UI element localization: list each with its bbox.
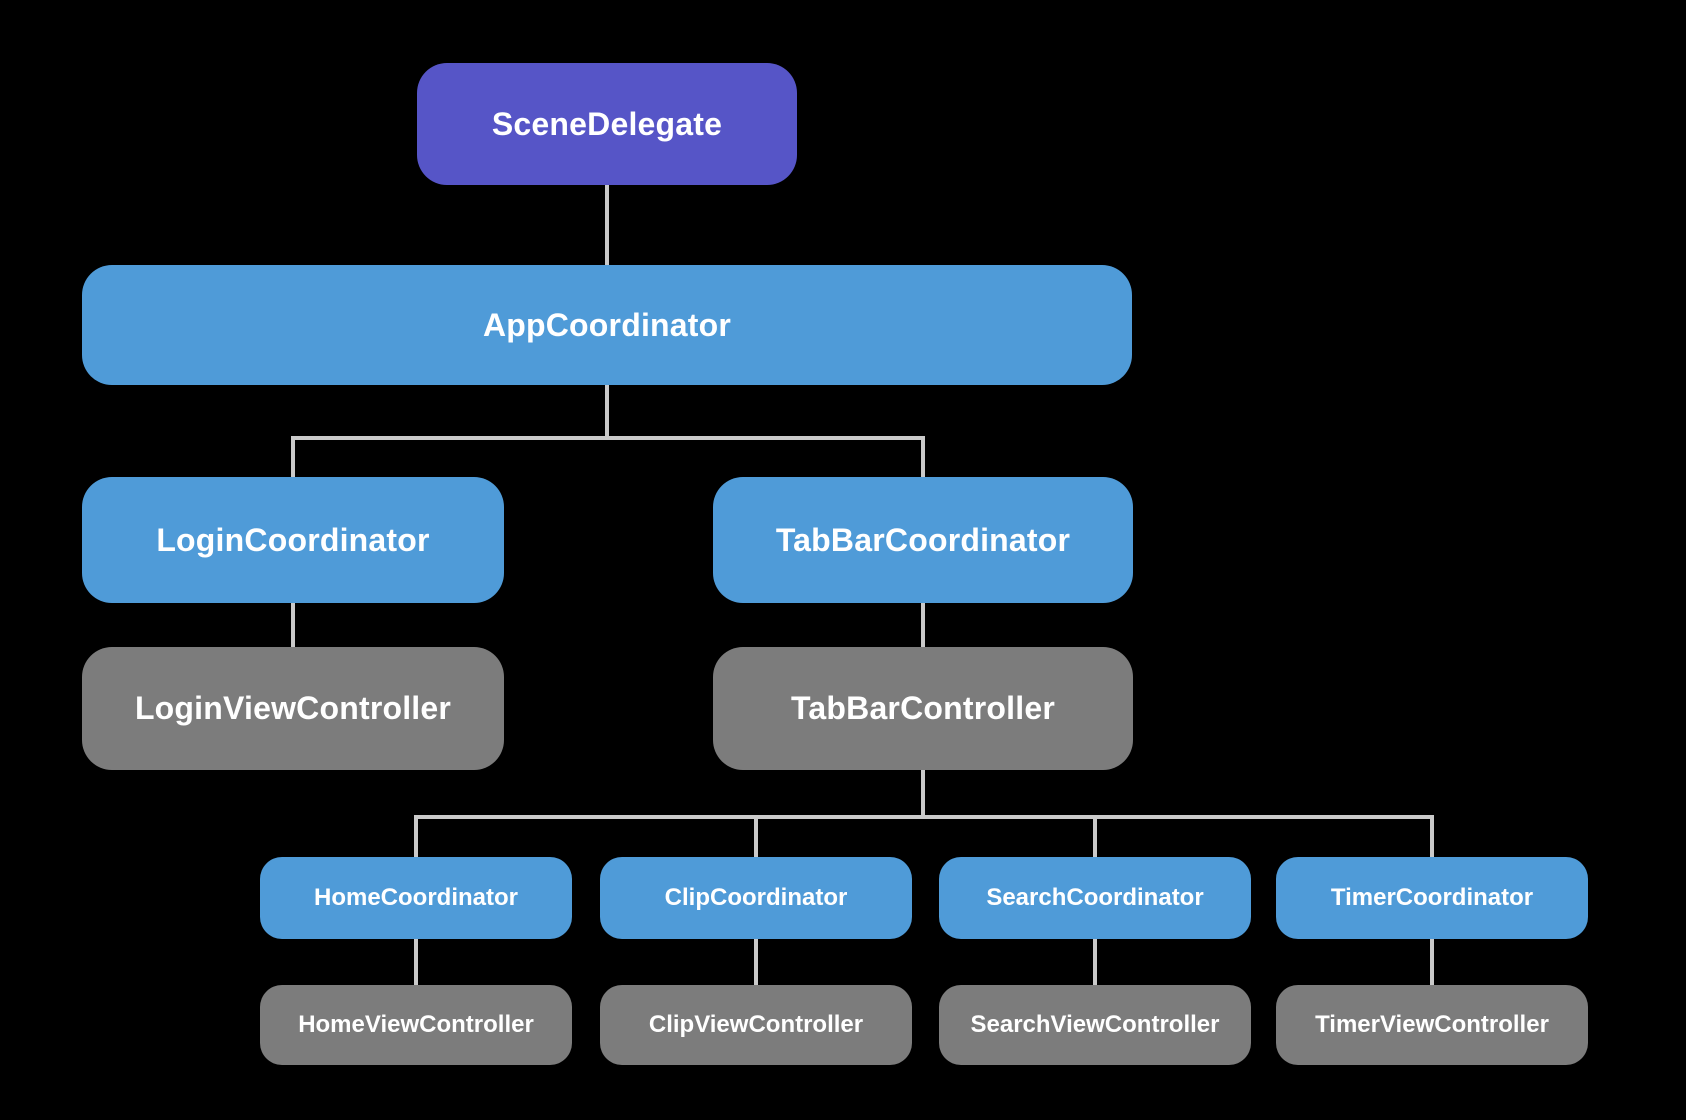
node-search-view-controller: SearchViewController [939,985,1251,1065]
node-login-view-controller: LoginViewController [82,647,504,770]
node-scene-delegate: SceneDelegate [417,63,797,185]
node-tabbar-controller: TabBarController [713,647,1133,770]
connector-login-to-controller [291,603,295,647]
connector-app-elbow [291,436,925,440]
connector-to-clip-coordinator [754,815,758,857]
connector-to-login-coordinator [291,436,295,477]
connector-to-tabbar-coordinator [921,436,925,477]
node-home-coordinator: HomeCoordinator [260,857,572,939]
connector-clip-to-controller [754,939,758,985]
connector-to-search-coordinator [1093,815,1097,857]
node-timer-view-controller: TimerViewController [1276,985,1588,1065]
node-clip-view-controller: ClipViewController [600,985,912,1065]
node-timer-coordinator: TimerCoordinator [1276,857,1588,939]
node-tabbar-coordinator: TabBarCoordinator [713,477,1133,603]
connector-app-stem [605,385,609,436]
connector-to-home-coordinator [414,815,418,857]
node-login-coordinator: LoginCoordinator [82,477,504,603]
connector-tabbarctrl-elbow [414,815,1434,819]
node-search-coordinator: SearchCoordinator [939,857,1251,939]
connector-home-to-controller [414,939,418,985]
connector-tabbar-to-controller [921,603,925,647]
connector-search-to-controller [1093,939,1097,985]
connector-timer-to-controller [1430,939,1434,985]
node-home-view-controller: HomeViewController [260,985,572,1065]
node-clip-coordinator: ClipCoordinator [600,857,912,939]
connector-tabbarctrl-stem [921,770,925,815]
node-app-coordinator: AppCoordinator [82,265,1132,385]
connector-scene-to-app [605,185,609,265]
connector-to-timer-coordinator [1430,815,1434,857]
